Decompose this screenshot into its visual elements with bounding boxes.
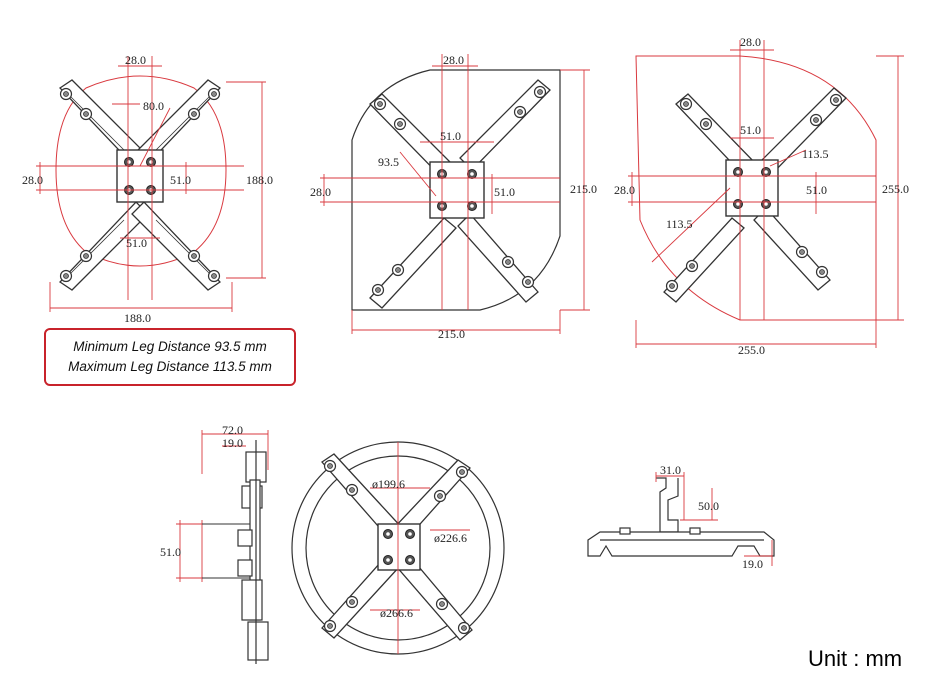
dim-center: 28.0 (443, 53, 464, 67)
dim-height: 50.0 (698, 499, 719, 513)
dim-offset: 19.0 (222, 436, 243, 450)
dim-leg-top: 113.5 (802, 147, 829, 161)
plate-215-view: 28.0 51.0 93.5 28.0 51.0 215.0 215.0 (310, 53, 597, 341)
dim-width: 188.0 (124, 311, 151, 325)
dim-leg-bottom: 113.5 (666, 217, 693, 231)
dim-height: 215.0 (570, 182, 597, 196)
plate-255-view: 28.0 51.0 113.5 113.5 28.0 51.0 255.0 25… (614, 35, 909, 357)
dim-top: 72.0 (222, 423, 243, 437)
dim-outer: ø266.6 (380, 606, 413, 620)
unit-label: Unit : mm (808, 646, 903, 671)
dim-height: 188.0 (246, 173, 273, 187)
dim-mid: ø226.6 (434, 531, 467, 545)
dim-arm: 80.0 (143, 99, 164, 113)
dim-left: 28.0 (614, 183, 635, 197)
dim-center: 28.0 (740, 35, 761, 49)
dim-width: 215.0 (438, 327, 465, 341)
dim-right: 51.0 (806, 183, 827, 197)
dim-left: 28.0 (310, 185, 331, 199)
dim-bottom-inner: 51.0 (126, 236, 147, 250)
dim-mid: 51.0 (160, 545, 181, 559)
profile-view: 31.0 50.0 19.0 (587, 463, 775, 571)
dim-inner-top: 51.0 (740, 123, 761, 137)
plate-188-view: 28.0 80.0 28.0 51.0 51.0 188.0 188.0 (22, 53, 273, 325)
dim-left: 28.0 (22, 173, 43, 187)
side-view: 72.0 19.0 51.0 (160, 423, 269, 664)
dim-right: 51.0 (494, 185, 515, 199)
dim-top: 31.0 (660, 463, 681, 477)
min-leg-distance: Minimum Leg Distance 93.5 mm (73, 339, 267, 354)
round-view: ø199.6 ø226.6 ø266.6 (291, 441, 505, 655)
dim-inner-top: 51.0 (440, 129, 461, 143)
dim-bottom: 19.0 (742, 557, 763, 571)
dim-right: 51.0 (170, 173, 191, 187)
dim-center: 28.0 (125, 53, 146, 67)
leg-distance-note: Minimum Leg Distance 93.5 mm Maximum Leg… (44, 328, 296, 386)
dim-width: 255.0 (738, 343, 765, 357)
dim-height: 255.0 (882, 182, 909, 196)
max-leg-distance: Maximum Leg Distance 113.5 mm (68, 359, 272, 374)
dim-leg: 93.5 (378, 155, 399, 169)
dim-inner: ø199.6 (372, 477, 405, 491)
